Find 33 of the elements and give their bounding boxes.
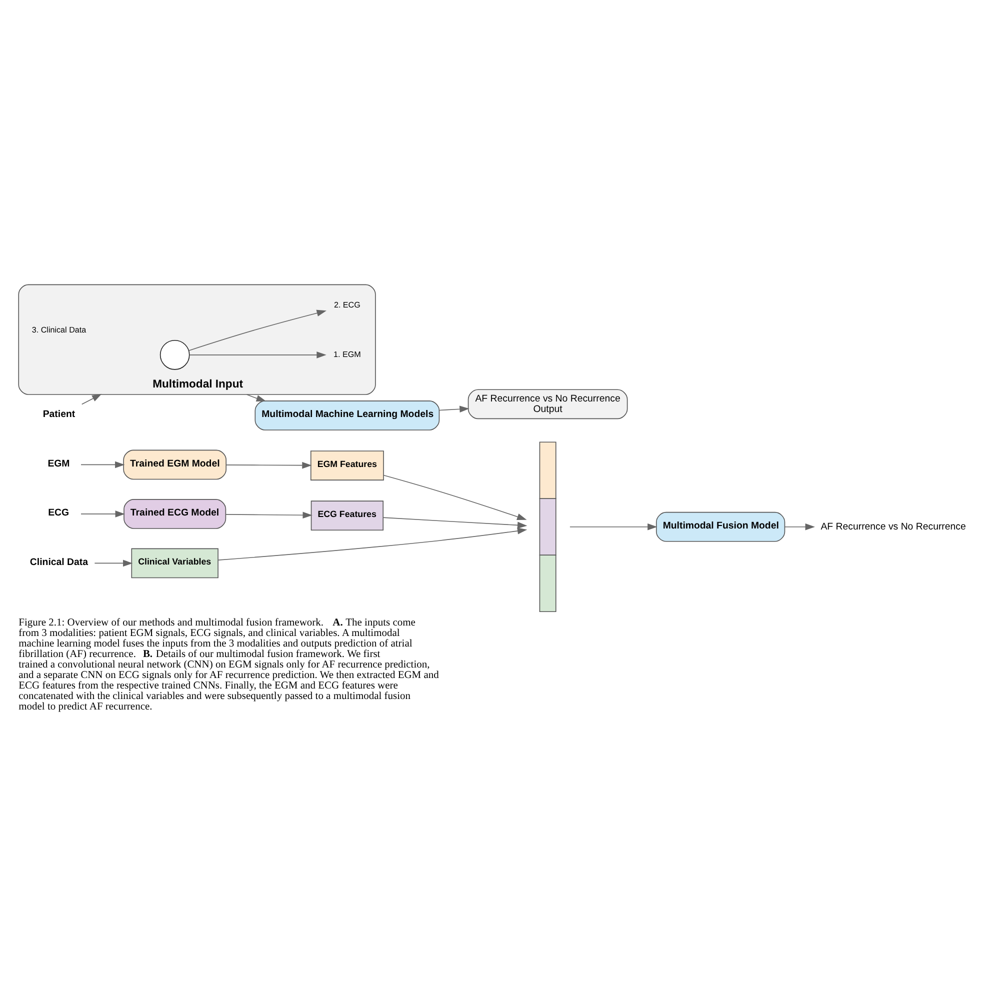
arrow <box>80 460 125 468</box>
node-box: Clinical Variables <box>131 548 218 578</box>
arrow <box>94 559 133 566</box>
arrow <box>784 522 815 530</box>
node-box: ECG Features <box>310 500 384 530</box>
node-box: EGM Features <box>310 450 384 480</box>
arrow <box>570 522 658 530</box>
arrow <box>188 309 326 350</box>
arrow <box>382 516 528 528</box>
node-box: Multimodal Fusion Model <box>656 511 786 542</box>
arrow <box>218 527 528 560</box>
node-text: 2. ECG <box>334 300 360 310</box>
node-box: Trained ECG Model <box>124 498 226 528</box>
node-box: Trained EGM Model <box>123 449 226 480</box>
arrow <box>438 405 470 412</box>
node-text: ECG <box>48 507 70 518</box>
node-heart <box>160 339 190 370</box>
arrow <box>383 474 527 520</box>
node-text: 1. EGM <box>334 349 361 358</box>
node-text: 3. Clinical Data <box>32 325 86 334</box>
node-text: Clinical Data <box>30 556 88 568</box>
arrow <box>80 510 125 517</box>
node-box: AF Recurrence vs No Recurrence Output <box>468 388 628 419</box>
arrow <box>225 511 312 518</box>
node-text: Patient <box>42 408 76 420</box>
caption: Figure 2.1: Overview of our methods and multimodal fusion framework. A. The inputs come from 3 modalities: patient EGM signals, ECG signals, and clinical variables. A multimodal machine learning model fuses the inputs from the 3 modalities and outputs prediction of atrial fibrillation (AF) recurrence. B. Details of our multimodal fusion framework. We first trained a convolutional neural network (CNN) on EGM signals only for AF recurrence prediction, and a separate CNN on ECG signals only for AF recurrence prediction. We then extracted EGM and ECG features from the respective trained CNNs. Finally, the EGM and ECG features were concatenated with the clinical variables and were subsequently passed to a multimodal fusion model to predict AF recurrence. <box>18 617 439 712</box>
arrow <box>81 393 102 404</box>
node-text: EGM <box>48 458 70 469</box>
arrow <box>246 394 266 402</box>
node-text: AF Recurrence vs No Recurrence <box>820 520 966 532</box>
arrow <box>189 351 326 358</box>
node-box: Multimodal Machine Learning Models <box>254 400 440 430</box>
arrow <box>226 461 312 468</box>
